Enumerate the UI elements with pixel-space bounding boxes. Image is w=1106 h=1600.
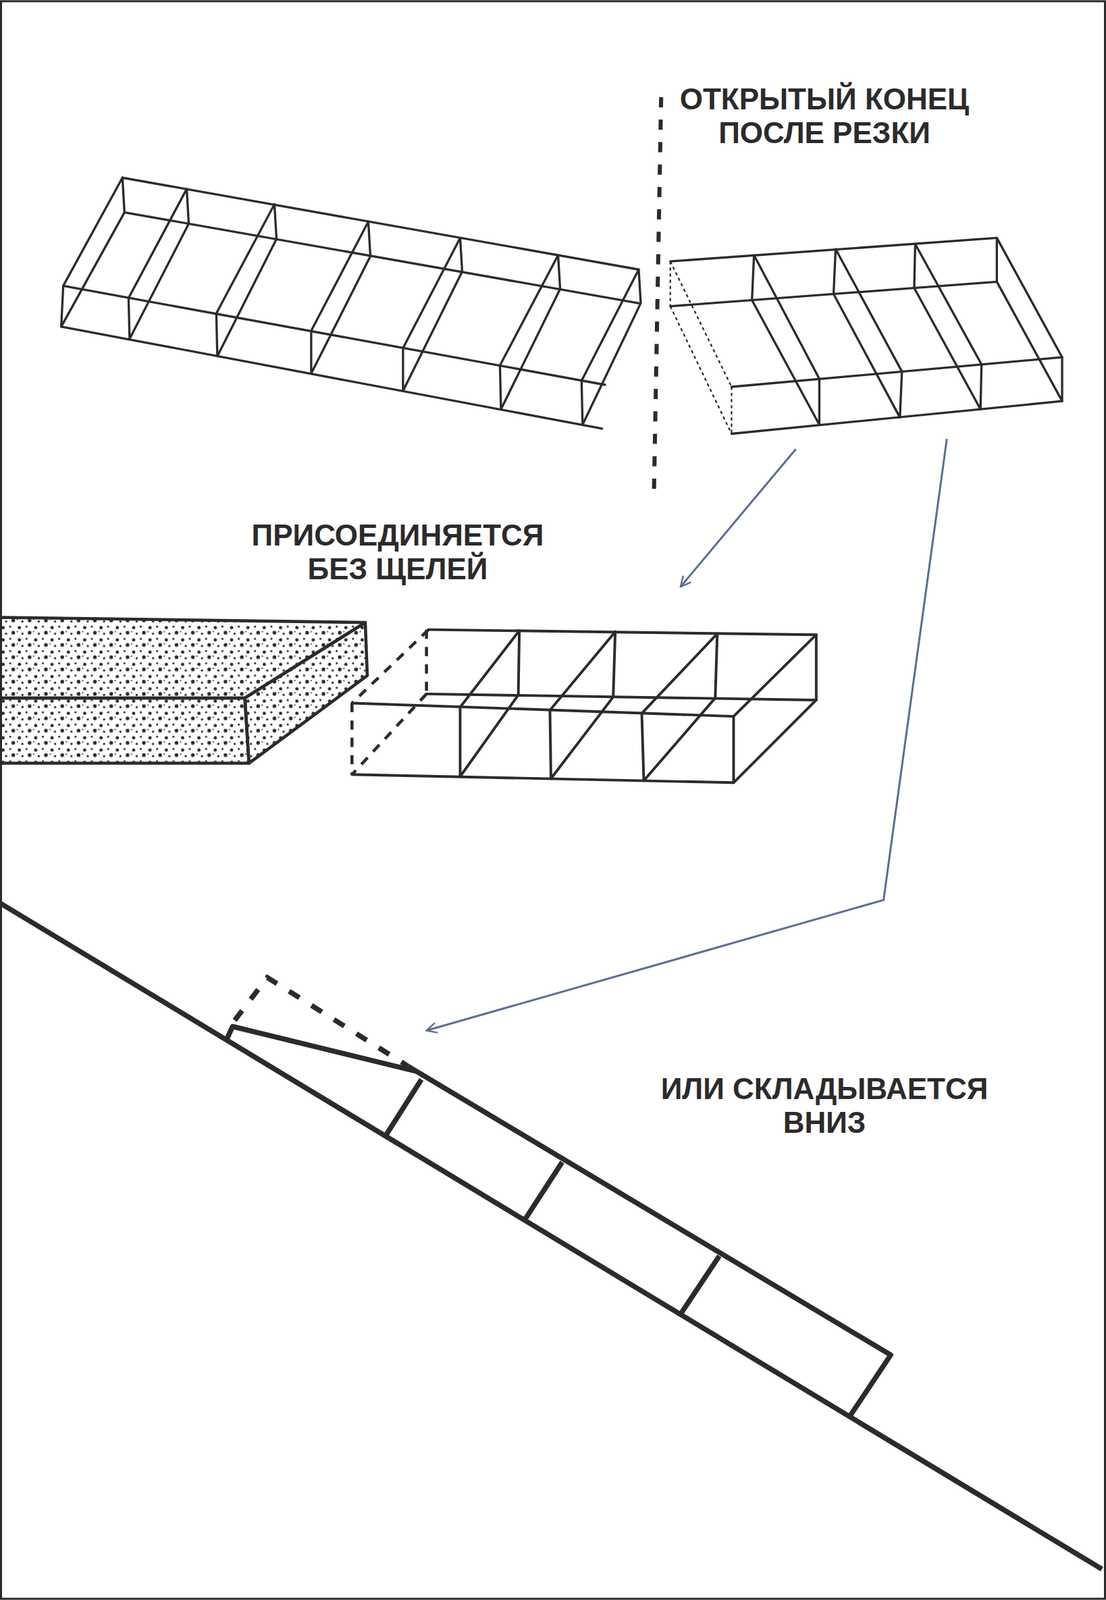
slope-panel	[0, 903, 1102, 1570]
annotation-label: ИЛИ СКЛАДЫВАЕТСЯ ВНИЗ	[628, 1072, 1021, 1140]
panel-joined	[351, 629, 817, 784]
panel-long	[61, 177, 641, 429]
annotation-label: ОТКРЫТЫЙ КОНЕЦ ПОСЛЕ РЕЗКИ	[648, 82, 1000, 150]
fold-outline	[234, 977, 409, 1067]
open-end-joined	[351, 629, 429, 776]
foam-block	[0, 617, 368, 764]
annotation-label: ПРИСОЕДИНЯЕТСЯ БЕЗ ЩЕЛЕЙ	[222, 518, 574, 587]
arrow	[680, 449, 797, 587]
cut-line	[654, 97, 662, 491]
open-end	[670, 261, 732, 434]
panel-cut	[670, 237, 1063, 434]
